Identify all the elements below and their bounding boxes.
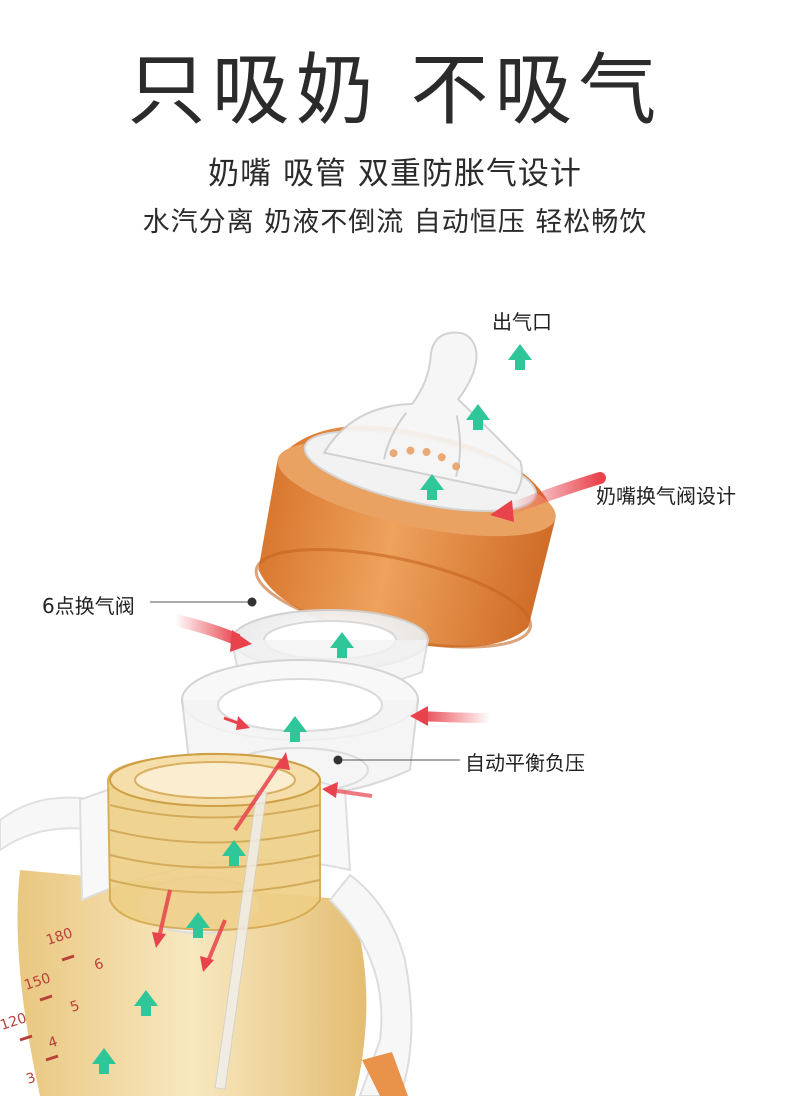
green-arrow [134, 990, 158, 1016]
callout-leaders [150, 597, 460, 765]
scale-markings: 180 6 150 5 120 4 3 [0, 925, 106, 1087]
green-arrow [92, 1048, 116, 1074]
scale-mark: 150 [22, 970, 52, 993]
callout-nipple-valve: 奶嘴换气阀设计 [596, 484, 736, 508]
green-arrow [330, 632, 354, 658]
bottle-body [0, 752, 413, 1096]
green-airflow-arrows [92, 344, 532, 1074]
scale-mark: 180 [44, 925, 74, 948]
green-arrow [508, 344, 532, 370]
green-arrow [186, 912, 210, 938]
headline: 只吸奶 不吸气 [127, 46, 663, 136]
red-airflow-arrows [152, 472, 606, 972]
subtitle-line-2: 水汽分离 奶液不倒流 自动恒压 轻松畅饮 [142, 207, 648, 238]
scale-mark: 120 [0, 1010, 29, 1033]
callout-air-outlet: 出气口 [492, 310, 552, 334]
subtitle-line-1: 奶嘴 吸管 双重防胀气设计 [208, 156, 582, 192]
green-arrow [283, 716, 307, 742]
bottle-illustration: 180 6 150 5 120 4 3 [0, 331, 606, 1096]
green-arrow [222, 840, 246, 866]
green-arrow [420, 474, 444, 500]
green-arrow [466, 404, 490, 430]
callout-auto-balance: 自动平衡负压 [465, 751, 585, 775]
callout-six-point-valve: 6点换气阀 [42, 594, 135, 618]
nipple-collar-assembly [254, 331, 556, 649]
